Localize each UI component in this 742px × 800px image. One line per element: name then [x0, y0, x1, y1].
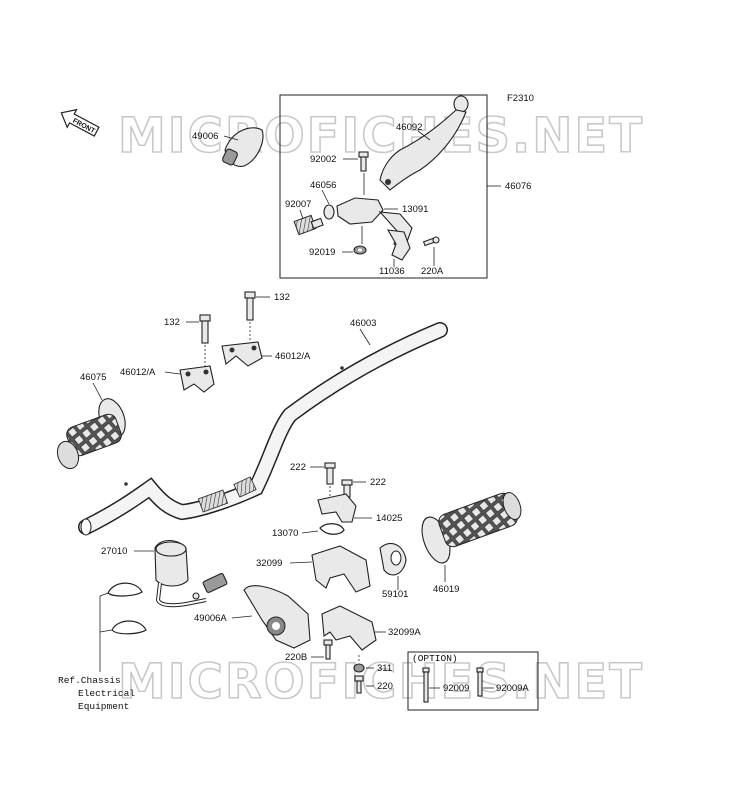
- label-59101: 59101: [382, 589, 408, 600]
- label-11036: 11036: [379, 266, 405, 277]
- switch-27010: [154, 539, 228, 608]
- throttle-housing-32099A: [321, 605, 377, 651]
- label-14025: 14025: [376, 513, 402, 524]
- label-311: 311: [377, 663, 392, 674]
- clamp-46012-upper: [221, 341, 263, 367]
- bolt-132-left: [199, 314, 211, 344]
- label-220A: 220A: [421, 266, 444, 277]
- label-46012-right: 46012/A: [275, 351, 311, 362]
- throttle-grip-46019: [421, 492, 522, 564]
- option-box: [407, 651, 539, 711]
- label-27010: 27010: [101, 546, 127, 557]
- option-bolt-92009A: [476, 667, 484, 697]
- washer-46056: [323, 204, 335, 220]
- throttle-cover-49006A: [243, 585, 311, 649]
- handlebar-46003: [78, 322, 448, 536]
- pivot-bolt-92002: [358, 151, 369, 172]
- label-132-right: 132: [274, 292, 290, 303]
- label-13091: 13091: [402, 204, 428, 215]
- option-bolt-92009: [422, 667, 430, 703]
- watermark-bottom: MICROFICHES.NET: [118, 654, 644, 710]
- label-92009A: 92009A: [496, 683, 529, 694]
- label-92019: 92019: [309, 247, 335, 258]
- plate-14025: [317, 493, 357, 523]
- clamp-46012-lower: [179, 365, 215, 393]
- label-46075: 46075: [80, 372, 106, 383]
- lever-assembly-box: [279, 94, 488, 279]
- label-49006A: 49006A: [194, 613, 227, 624]
- label-46003: 46003: [350, 318, 376, 329]
- lever-cover-11036: [386, 229, 411, 261]
- bolt-132-right: [244, 291, 256, 321]
- label-46012-left: 46012/A: [120, 367, 156, 378]
- label-49006: 49006: [192, 131, 218, 142]
- label-46056: 46056: [310, 180, 336, 191]
- label-32099: 32099: [256, 558, 282, 569]
- screw-222-left: [324, 462, 336, 485]
- bolt-220: [354, 675, 364, 694]
- front-arrow-icon: FRONT: [60, 108, 100, 137]
- reference-line-3: Equipment: [78, 701, 129, 712]
- label-220B: 220B: [285, 652, 307, 663]
- clutch-lever-46092: [379, 95, 469, 191]
- screw-220A: [422, 236, 440, 247]
- reference-line-2: Electrical: [78, 688, 135, 699]
- label-222-right: 222: [370, 477, 386, 488]
- option-label: (OPTION): [412, 653, 458, 664]
- bolt-220B: [323, 639, 333, 660]
- nut-311: [353, 663, 365, 673]
- throttle-pulley-59101: [379, 543, 407, 576]
- label-32099A: 32099A: [388, 627, 421, 638]
- label-222-left: 222: [290, 462, 306, 473]
- label-92007: 92007: [285, 199, 311, 210]
- label-13070: 13070: [272, 528, 298, 539]
- label-46092: 46092: [396, 122, 422, 133]
- figure-code: F2310: [507, 93, 534, 104]
- left-grip-46075: [56, 398, 126, 470]
- label-132-left: 132: [164, 317, 180, 328]
- lever-cover-49006: [222, 127, 264, 167]
- clip-13070: [319, 523, 345, 535]
- reference-line-1: Ref.Chassis: [58, 675, 121, 686]
- watermark-top: MICROFICHES.NET: [118, 108, 644, 164]
- adjuster-92007: [293, 214, 324, 236]
- label-46019: 46019: [433, 584, 459, 595]
- label-46076: 46076: [505, 181, 531, 192]
- cable-clamp-lower: [111, 620, 147, 635]
- cable-clamp-upper: [107, 582, 143, 597]
- throttle-housing-32099: [311, 545, 371, 593]
- nut-92019: [353, 245, 367, 255]
- label-92002: 92002: [310, 154, 336, 165]
- label-92009: 92009: [443, 683, 469, 694]
- label-220: 220: [377, 681, 393, 692]
